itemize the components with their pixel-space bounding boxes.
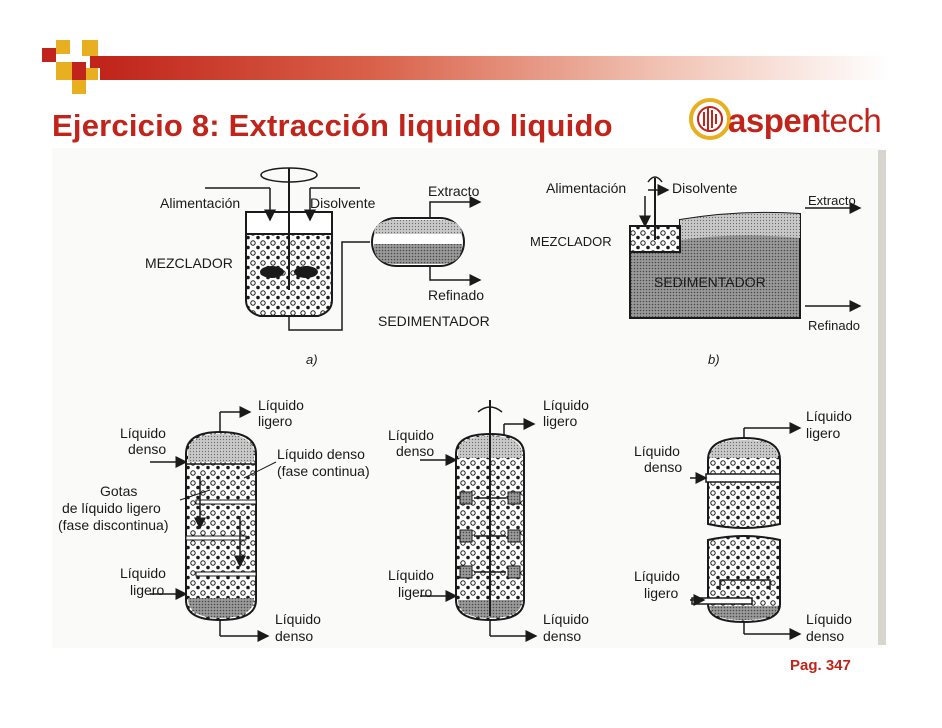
c2-light-in-1: Líquido [388,567,434,583]
rotation-arrow-icon [260,167,318,183]
impeller-blade-left [260,266,284,278]
c2-light-out-2: ligero [543,413,577,429]
column-2: Líquido ligero Líquido denso Líquido lig… [388,397,589,644]
c1-light-in-1: Líquido [120,565,166,581]
c2-dense-out-1: Líquido [543,611,589,627]
c3-dense-out-2: denso [806,628,844,644]
c3-light-in-1: Líquido [634,568,680,584]
c3-light-out-2: ligero [806,425,840,441]
b-mixer-label: MEZCLADOR [530,234,612,249]
c1-drops-1: Gotas [100,483,137,499]
c1-continuous-2: (fase continua) [277,463,370,479]
c1-dense-out-2: denso [275,628,313,644]
column-3: Líquido ligero Líquido denso Líquido lig… [634,408,852,644]
settler-heavy-phase [374,244,462,264]
c2-light-out-1: Líquido [543,397,589,413]
a-extract-label: Extracto [428,183,480,199]
c3-dense-in-2: denso [644,459,682,475]
logo-brand-aspen: aspen [728,102,821,139]
caption-b: b) [708,352,720,367]
rotation-arrow-c2-icon [477,406,503,413]
b-extract-label: Extracto [808,193,856,208]
column-1: Líquido ligero Líquido denso Líquido den… [58,397,370,644]
b-feed-label: Alimentación [546,180,626,196]
c1-light-out-1: Líquido [258,397,304,413]
c1-drops-2: de líquido ligero [62,500,161,516]
c3-dense-out-1: Líquido [806,611,852,627]
rotation-arrow-b-icon [647,176,663,183]
diagram-a: Alimentación Disolvente MEZCLADOR Extrac… [145,167,490,367]
settler-light-phase [374,220,462,234]
slide-header [0,0,942,110]
c1-dense-in-1: Líquido [120,425,166,441]
page-number: Pag. 347 [790,657,851,674]
aspentech-logo: aspentech [688,92,888,150]
c2-light-in-2: ligero [398,584,432,600]
c1-light-out-2: ligero [258,413,292,429]
c2-dense-in-2: denso [396,443,434,459]
title-gradient-bar [100,56,890,80]
c1-dense-in-2: denso [128,441,166,457]
c3-light-in-2: ligero [644,585,678,601]
c1-continuous-1: Líquido denso [277,446,365,462]
c2-dense-out-2: denso [543,628,581,644]
scan-edge [878,150,886,645]
c3-light-out-1: Líquido [806,408,852,424]
c1-drops-3: (fase discontinua) [58,517,169,533]
a-solvent-label: Disolvente [310,195,376,211]
a-settler-label: SEDIMENTADOR [378,313,490,329]
settler-b-light-layer [680,212,800,240]
diagram-b: Alimentación Disolvente MEZCLADOR Extrac… [530,176,862,367]
b-settler-label: SEDIMENTADOR [654,274,766,290]
c1-light-in-2: ligero [130,582,164,598]
c1-dense-out-1: Líquido [275,611,321,627]
a-feed-label: Alimentación [160,195,240,211]
impeller-blade-right [294,266,318,278]
page-title: Ejercicio 8: Extracción liquido liquido [52,108,613,143]
b-solvent-label: Disolvente [672,180,738,196]
a-mixer-label: MEZCLADOR [145,255,233,271]
caption-a: a) [306,352,318,367]
decorative-squares-icon [42,40,102,94]
a-raffinate-label: Refinado [428,287,484,303]
aspen-logo-mark-icon [689,98,731,140]
b-raffinate-label: Refinado [808,318,860,333]
c2-dense-in-1: Líquido [388,427,434,443]
column-3-upper [707,436,781,529]
c3-dense-in-1: Líquido [634,443,680,459]
logo-brand-tech: tech [820,102,882,139]
